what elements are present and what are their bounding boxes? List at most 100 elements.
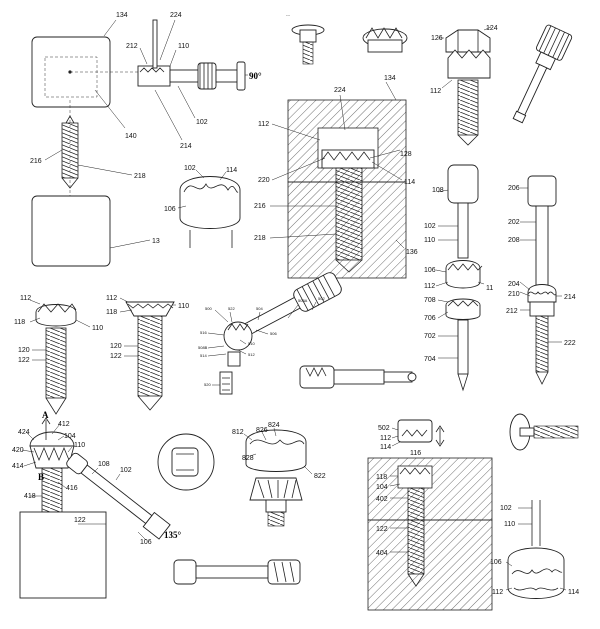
label-118-b: 118 [106, 309, 117, 316]
label-214-b: 214 [564, 294, 576, 301]
label-122-c: 122 [74, 517, 86, 524]
label-826: 826 [256, 427, 268, 434]
label-102-d: 102 [120, 467, 132, 474]
label-102-b: 102 [184, 165, 196, 172]
figure-shaft-driver: 108 102 110 106 112 11 708 706 702 704 [424, 164, 493, 392]
label-216-b: 216 [254, 203, 266, 210]
label-212-b: 212 [506, 308, 518, 315]
label-120-a: 120 [18, 347, 30, 354]
label-412: 412 [58, 421, 70, 428]
figure-handle-tool [299, 365, 417, 389]
lower-block [31, 195, 111, 267]
label-90-deg: 90° [249, 71, 262, 81]
label-108-a: 108 [432, 187, 444, 194]
label-416: 416 [66, 485, 78, 492]
label-118-c: 118 [376, 474, 387, 481]
figure-long-driver: 206 202 208 204 210 214 212 222 [506, 175, 576, 385]
figure-ratchet-driver: 500 522 508A 502 504 516 508B 510 512 50… [198, 272, 342, 395]
label-114-d: 114 [568, 589, 579, 596]
label-124: 124 [486, 25, 498, 32]
label-110-f: 110 [504, 521, 515, 528]
label-112-d: 112 [20, 295, 31, 302]
figure-screw-b: 112 110 118 120 122 [106, 295, 189, 411]
label-702: 702 [424, 333, 436, 340]
label-704: 704 [424, 356, 436, 363]
label-516: 516 [200, 330, 207, 335]
label-128: 128 [400, 151, 412, 158]
label-220: 220 [258, 177, 270, 184]
figure-socket-sectional: 502 112 114 116 118 104 402 122 404 [367, 419, 493, 611]
label-135-deg: 135° [164, 530, 182, 540]
label-824: 824 [268, 422, 280, 429]
label-102-e: 102 [500, 505, 512, 512]
label-114-c: 114 [380, 444, 391, 451]
socket-lower-block [367, 519, 493, 611]
label-114-a: 114 [404, 179, 415, 186]
label-502-a: 502 [318, 296, 325, 301]
label-418: 418 [24, 493, 36, 500]
label-216-a: 216 [30, 158, 42, 165]
label-506: 506 [270, 331, 277, 336]
label-420: 420 [12, 447, 24, 454]
label-510: 510 [248, 341, 255, 346]
label-B: B [38, 472, 44, 482]
driver-assembly-horizontal [137, 19, 246, 91]
label-828: 828 [242, 455, 254, 462]
figure-washer-screw [509, 413, 579, 451]
label-106-a: 106 [164, 206, 176, 213]
label-218-b: 218 [254, 235, 266, 242]
mounting-block [19, 511, 107, 599]
label-508a: 508A [298, 298, 308, 303]
label-102-a: 102 [196, 119, 208, 126]
label-112-c: 112 [424, 283, 435, 290]
figure-sectional-view: 134 224 112 128 220 114 216 218 136 [254, 75, 418, 279]
label-812: 812 [232, 429, 244, 436]
label-120-b: 120 [110, 343, 122, 350]
label-134-a: 134 [116, 12, 128, 19]
figure-hex-screw: 126 124 112 [430, 25, 498, 146]
figure-cap-closeup: 812 826 824 828 822 [232, 422, 326, 527]
label-404: 404 [376, 550, 388, 557]
label-122-d: 122 [376, 526, 388, 533]
inner-recess-outline [44, 56, 98, 98]
label-102-c: 102 [424, 223, 436, 230]
label-224-b: 224 [334, 87, 346, 94]
label-414: 414 [12, 463, 24, 470]
label-514: 514 [200, 353, 207, 358]
label-210: 210 [508, 291, 520, 298]
label-202: 202 [508, 219, 520, 226]
label-122-a: 122 [18, 357, 30, 364]
label-A: A [42, 410, 49, 420]
label-11: 11 [486, 285, 493, 292]
label-110-e: 110 [74, 442, 85, 449]
label-112-e: 112 [106, 295, 117, 302]
label-500: 500 [205, 306, 212, 311]
label-212: 212 [126, 43, 138, 50]
screw-vertical [61, 115, 79, 189]
label-112-a: 112 [430, 88, 441, 95]
label-204: 204 [508, 281, 520, 288]
label-508b: 508B [198, 345, 208, 350]
label-522: 522 [228, 306, 235, 311]
label-112-g: 112 [492, 589, 503, 596]
label-106-b: 106 [424, 267, 436, 274]
figure-circle-closeup [157, 433, 215, 491]
figure-diagonal-driver [512, 24, 573, 124]
label-126: 126 [431, 35, 443, 42]
figure-small-top-screws: --- [286, 12, 408, 65]
label-110-a: 110 [178, 43, 189, 50]
label-208: 208 [508, 237, 520, 244]
label-122-b: 122 [110, 353, 122, 360]
label-106-d: 106 [490, 559, 502, 566]
label-134-b: 134 [384, 75, 396, 82]
label-104-b: 104 [376, 484, 388, 491]
label-224-a: 224 [170, 12, 182, 19]
label-218-a: 218 [134, 173, 146, 180]
label-822: 822 [314, 473, 326, 480]
label-140: 140 [125, 133, 137, 140]
label-502-b: 502 [378, 425, 390, 432]
figure-angled-assembly: A 412 424 104 110 420 414 416 B 418 108 … [12, 410, 182, 599]
label-206: 206 [508, 185, 520, 192]
figure-head-cap: 102 114 106 [164, 165, 241, 248]
label-106-c: 106 [140, 539, 152, 546]
